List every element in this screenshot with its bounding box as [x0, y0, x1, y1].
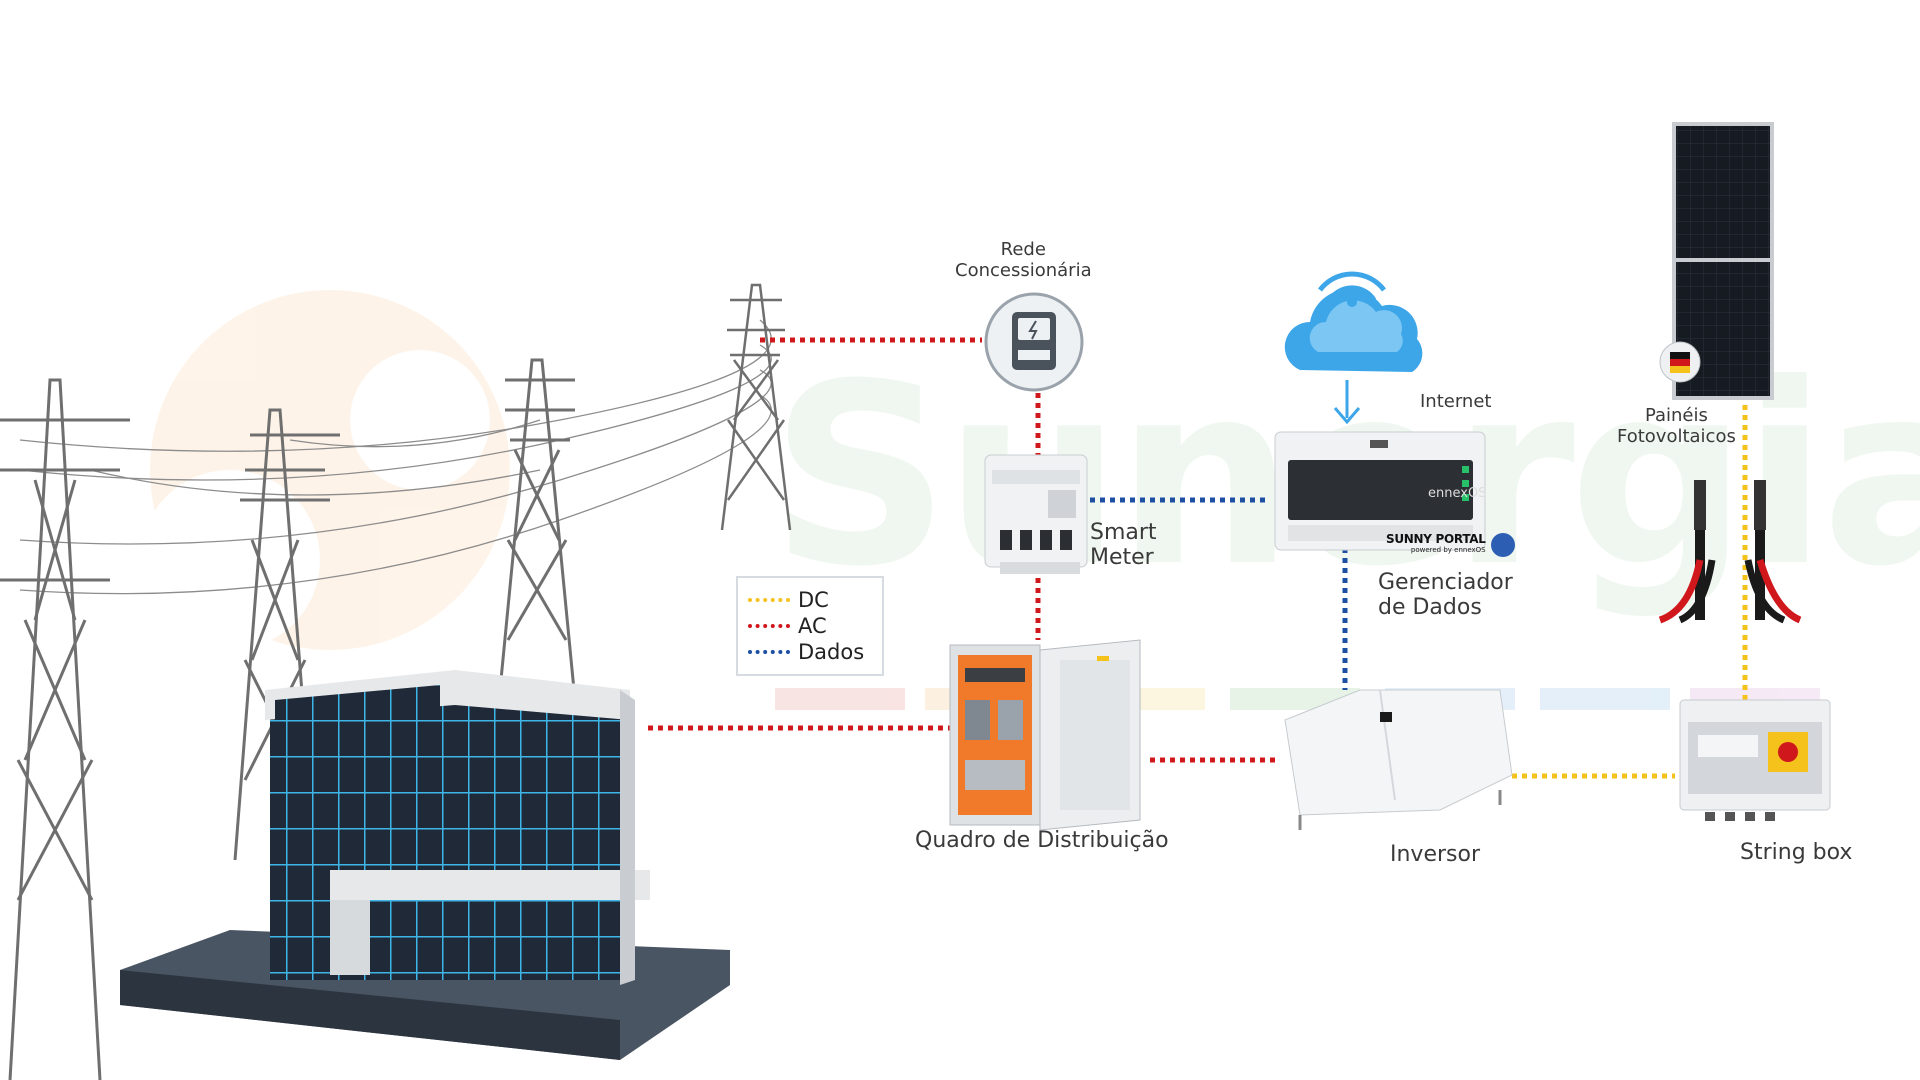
solar-panel-icon	[1659, 122, 1774, 400]
label-rede-concessionaria: Rede Concessionária	[955, 239, 1092, 281]
cable-icon	[1658, 480, 1802, 624]
meter-icon	[984, 292, 1084, 392]
cloud-wifi-icon	[1284, 271, 1423, 372]
sunny-portal-powered: powered by ennexOS	[1410, 546, 1486, 554]
label-gerenciador-line-2: de Dados	[1378, 595, 1482, 621]
label-paineis-line-1: Painéis	[1644, 405, 1708, 426]
label-paineis-line-2: Fotovoltaicos	[1617, 425, 1736, 447]
label-smart-meter: Smart Meter	[1090, 520, 1157, 571]
legend-swatch-ac	[748, 624, 790, 628]
globe-icon	[1491, 533, 1515, 557]
power-lines	[19, 319, 772, 595]
sunny-portal-text: SUNNY PORTAL	[1386, 532, 1486, 546]
legend-swatch-dados	[748, 650, 790, 654]
legend-label-dc: DC	[798, 588, 829, 612]
inverter-icon	[1284, 689, 1513, 830]
label-inversor: Inversor	[1390, 842, 1480, 867]
label-paineis-fotovoltaicos: Painéis Fotovoltaicos	[1617, 405, 1736, 447]
label-quadro-de-distribuicao: Quadro de Distribuição	[915, 828, 1169, 853]
pylon-icon	[720, 283, 792, 531]
label-smart-meter-line-1: Smart	[1090, 520, 1157, 545]
label-gerenciador-line-1: Gerenciador	[1378, 570, 1513, 595]
label-internet: Internet	[1420, 391, 1492, 412]
ennexos-device-text: ennexOS	[1428, 486, 1487, 501]
legend-swatch-dc	[748, 598, 790, 602]
smart-meter-icon	[984, 454, 1088, 574]
background-strip	[775, 688, 1820, 710]
label-string-box: String box	[1740, 840, 1853, 865]
arrow-down-icon	[1333, 380, 1361, 425]
legend: DC AC Dados	[736, 576, 884, 676]
building-icon	[120, 670, 730, 1060]
legend-label-dados: Dados	[798, 640, 865, 664]
legend-label-ac: AC	[798, 614, 827, 638]
ac-lines	[648, 337, 1280, 763]
string-box-icon	[1679, 699, 1831, 821]
label-rede-line-2: Concessionária	[955, 259, 1092, 281]
label-smart-meter-line-2: Meter	[1090, 545, 1154, 571]
data-manager-icon	[1274, 431, 1486, 551]
label-gerenciador-de-dados: Gerenciador de Dados	[1378, 570, 1513, 621]
pylon-icon	[0, 378, 130, 1080]
sunny-portal-logo: SUNNY PORTAL powered by ennexOS	[1386, 532, 1486, 554]
data-lines	[1090, 497, 1348, 690]
pylon-icon	[498, 358, 576, 691]
distribution-cabinet-icon	[949, 639, 1141, 831]
dc-lines	[1512, 395, 1748, 779]
label-rede-line-1: Rede	[1000, 239, 1046, 260]
